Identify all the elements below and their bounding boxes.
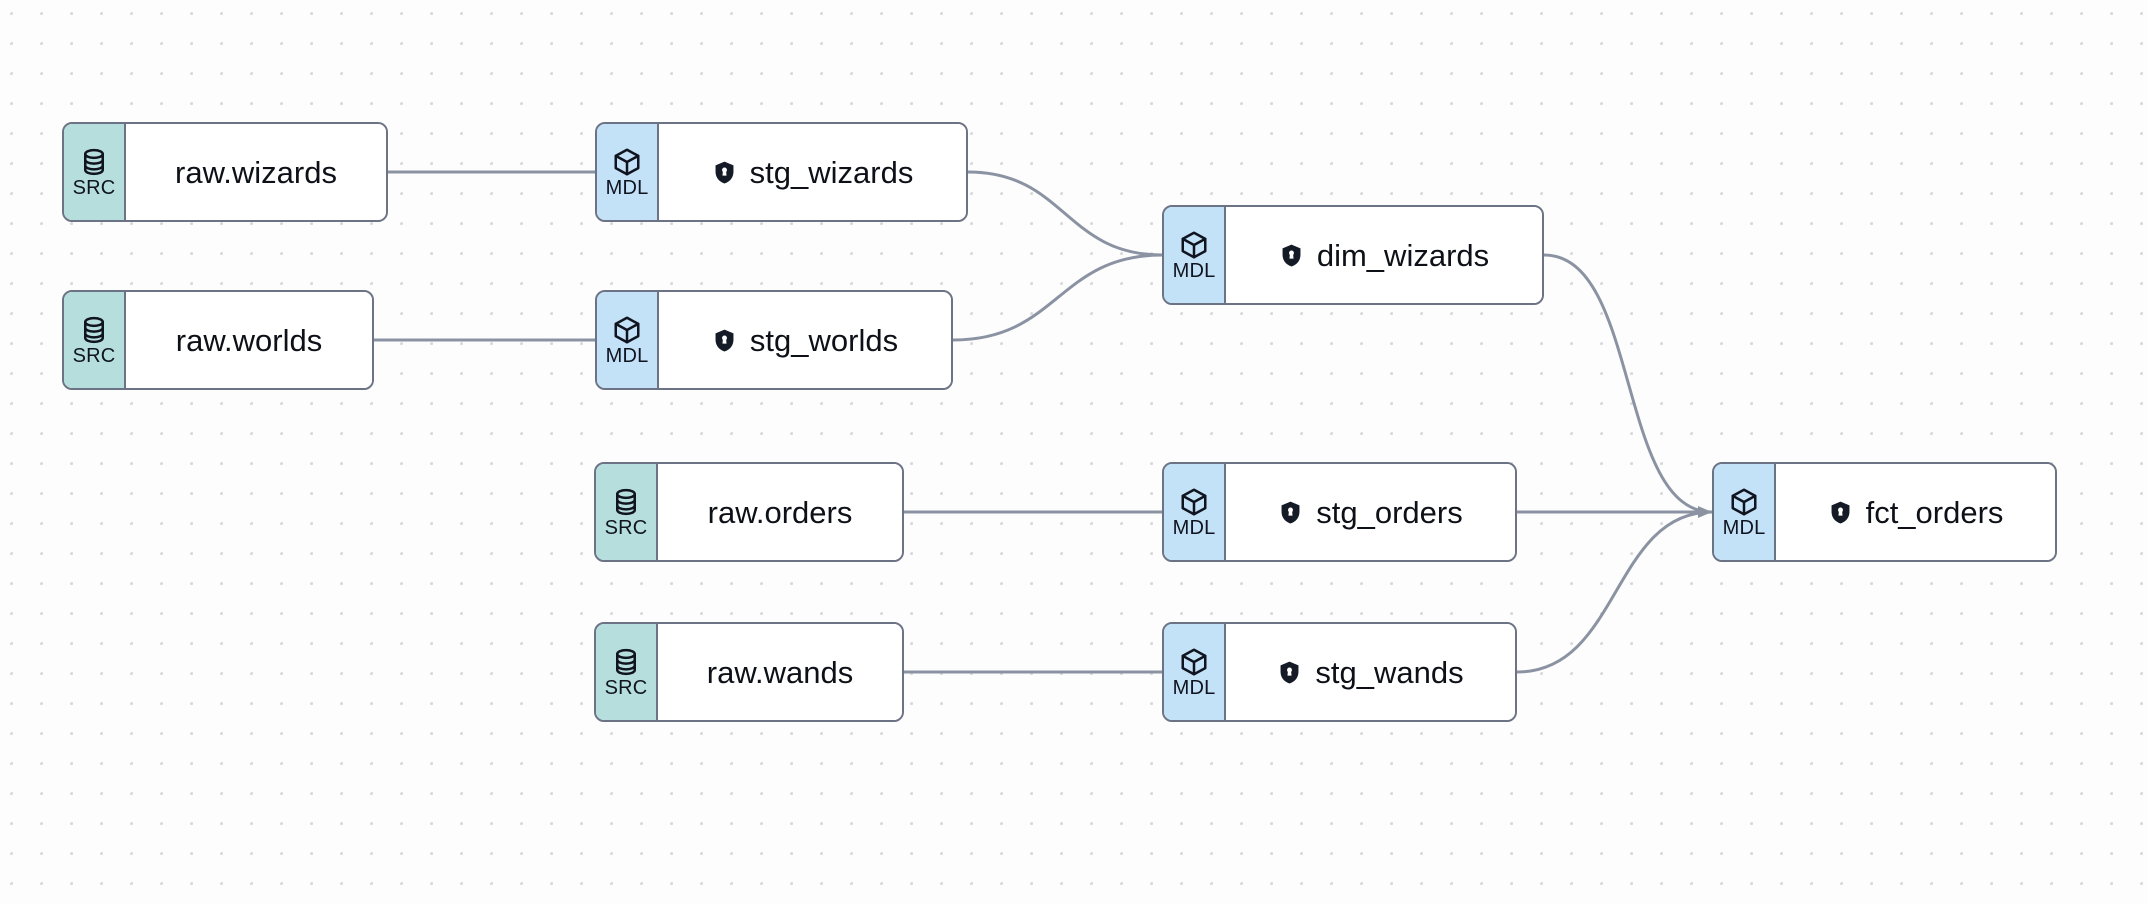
- shield-lock-icon: [1278, 500, 1303, 525]
- node-label: raw.wands: [706, 654, 854, 690]
- shield-lock-icon: [712, 160, 737, 185]
- node-label: fct_orders: [1865, 494, 2004, 530]
- node-type-badge-src: SRC: [596, 464, 658, 560]
- node-type-badge-mdl: MDL: [1714, 464, 1776, 560]
- dag-node-raw_worlds[interactable]: SRC raw.worlds: [62, 290, 374, 390]
- node-body: stg_wands: [1226, 624, 1515, 720]
- edge-stg_wands-to-fct_orders[interactable]: [1515, 510, 1714, 674]
- dag-node-fct_orders[interactable]: MDL fct_orders: [1712, 462, 2057, 562]
- node-type-label: MDL: [1172, 259, 1216, 282]
- node-type-badge-mdl: MDL: [1164, 464, 1226, 560]
- node-type-label: MDL: [1722, 516, 1766, 539]
- node-label: stg_wands: [1315, 654, 1464, 690]
- node-type-label: MDL: [1172, 516, 1216, 539]
- node-body: stg_wizards: [659, 124, 966, 220]
- node-label: raw.wizards: [175, 154, 337, 190]
- shield-lock-icon: [1277, 660, 1302, 685]
- shield-lock-icon: [1828, 500, 1853, 525]
- node-type-label: SRC: [72, 344, 116, 367]
- cube-icon: [1179, 647, 1209, 677]
- dag-node-stg_worlds[interactable]: MDL stg_worlds: [595, 290, 953, 390]
- cube-icon: [1179, 230, 1209, 260]
- database-icon: [611, 647, 641, 677]
- node-body: raw.worlds: [126, 292, 372, 388]
- node-body: stg_worlds: [659, 292, 951, 388]
- node-label: dim_wizards: [1316, 237, 1490, 273]
- dag-node-raw_wands[interactable]: SRC raw.wands: [594, 622, 904, 722]
- dag-node-dim_wizards[interactable]: MDL dim_wizards: [1162, 205, 1544, 305]
- node-type-label: MDL: [1172, 676, 1216, 699]
- shield-lock-icon: [712, 328, 737, 353]
- cube-icon: [1729, 487, 1759, 517]
- node-type-badge-mdl: MDL: [1164, 624, 1226, 720]
- node-type-badge-src: SRC: [596, 624, 658, 720]
- node-type-label: SRC: [604, 676, 648, 699]
- cube-icon: [1179, 487, 1209, 517]
- edge-stg_wizards-to-dim_wizards[interactable]: [966, 170, 1164, 257]
- node-body: raw.orders: [658, 464, 902, 560]
- node-type-label: MDL: [605, 344, 649, 367]
- node-type-badge-src: SRC: [64, 124, 126, 220]
- shield-lock-icon: [1279, 243, 1304, 268]
- node-type-badge-mdl: MDL: [597, 292, 659, 388]
- node-body: raw.wizards: [126, 124, 386, 220]
- node-body: dim_wizards: [1226, 207, 1542, 303]
- edge-arrowhead: [1698, 506, 1712, 518]
- database-icon: [611, 487, 641, 517]
- node-body: raw.wands: [658, 624, 902, 720]
- database-icon: [79, 147, 109, 177]
- dag-node-raw_wizards[interactable]: SRC raw.wizards: [62, 122, 388, 222]
- node-type-label: SRC: [72, 176, 116, 199]
- cube-icon: [612, 147, 642, 177]
- dag-node-stg_wands[interactable]: MDL stg_wands: [1162, 622, 1517, 722]
- node-label: stg_worlds: [749, 322, 899, 358]
- node-label: raw.worlds: [175, 322, 323, 358]
- node-body: fct_orders: [1776, 464, 2055, 560]
- cube-icon: [612, 315, 642, 345]
- edge-dim_wizards-to-fct_orders[interactable]: [1542, 253, 1714, 514]
- node-type-badge-mdl: MDL: [597, 124, 659, 220]
- database-icon: [79, 315, 109, 345]
- edge-stg_worlds-to-dim_wizards[interactable]: [951, 253, 1164, 342]
- node-type-badge-mdl: MDL: [1164, 207, 1226, 303]
- node-type-label: MDL: [605, 176, 649, 199]
- dag-node-raw_orders[interactable]: SRC raw.orders: [594, 462, 904, 562]
- node-body: stg_orders: [1226, 464, 1515, 560]
- node-label: stg_orders: [1316, 494, 1463, 530]
- dag-node-stg_orders[interactable]: MDL stg_orders: [1162, 462, 1517, 562]
- node-label: raw.orders: [707, 494, 853, 530]
- node-type-label: SRC: [604, 516, 648, 539]
- dag-node-stg_wizards[interactable]: MDL stg_wizards: [595, 122, 968, 222]
- node-label: stg_wizards: [749, 154, 914, 190]
- node-type-badge-src: SRC: [64, 292, 126, 388]
